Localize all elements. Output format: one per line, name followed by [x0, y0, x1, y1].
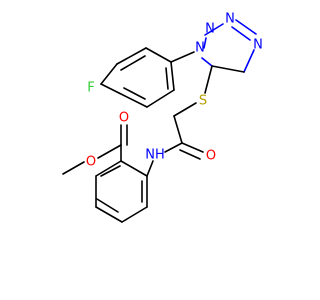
bond [173, 102, 197, 117]
bond [170, 51, 195, 63]
bond [170, 61, 175, 91]
molecule-diagram: F N N N N S NH O O O [62, 12, 263, 223]
bond [179, 149, 201, 160]
ester-carbonyl-oxygen-label: O [119, 111, 129, 126]
tetrazole-n2-label: N [205, 22, 215, 37]
bond [123, 87, 146, 100]
bond [120, 55, 146, 71]
ester-methoxy-oxygen-label: O [86, 155, 96, 170]
bond [146, 160, 154, 177]
bond [100, 83, 120, 94]
bond [120, 160, 148, 177]
bond [97, 144, 122, 159]
bond [204, 23, 224, 36]
bond [173, 115, 183, 144]
bond [95, 160, 122, 177]
bond [100, 63, 118, 85]
bond [95, 206, 123, 223]
amide-oxygen-label: O [206, 149, 216, 164]
fluorine-label: F [87, 81, 94, 96]
bond [204, 65, 213, 94]
structure-canvas: F N N N N S NH O O O [62, 11, 263, 223]
bond [231, 26, 251, 41]
bond [146, 89, 175, 108]
bond [118, 92, 148, 108]
bond [164, 142, 183, 153]
bond [165, 67, 169, 90]
tetrazole-n4-label: N [253, 38, 263, 53]
tetrazole-n1-label: N [195, 41, 205, 56]
bond [201, 57, 213, 67]
bonds [62, 19, 257, 223]
bond [121, 206, 148, 223]
bond [181, 142, 204, 153]
amide-nh-label: NH [145, 148, 165, 163]
bond [211, 65, 245, 73]
bond [235, 19, 257, 35]
bond [62, 161, 85, 175]
bond [96, 198, 119, 213]
sulfur-label: S [199, 94, 207, 109]
tetrazole-n3-label: N [225, 12, 235, 27]
bond [116, 47, 147, 65]
bond [243, 49, 255, 73]
bond [203, 37, 207, 49]
atom-labels: F N N N N S NH O O O [86, 12, 263, 170]
bond [100, 165, 121, 177]
bond [145, 47, 172, 63]
